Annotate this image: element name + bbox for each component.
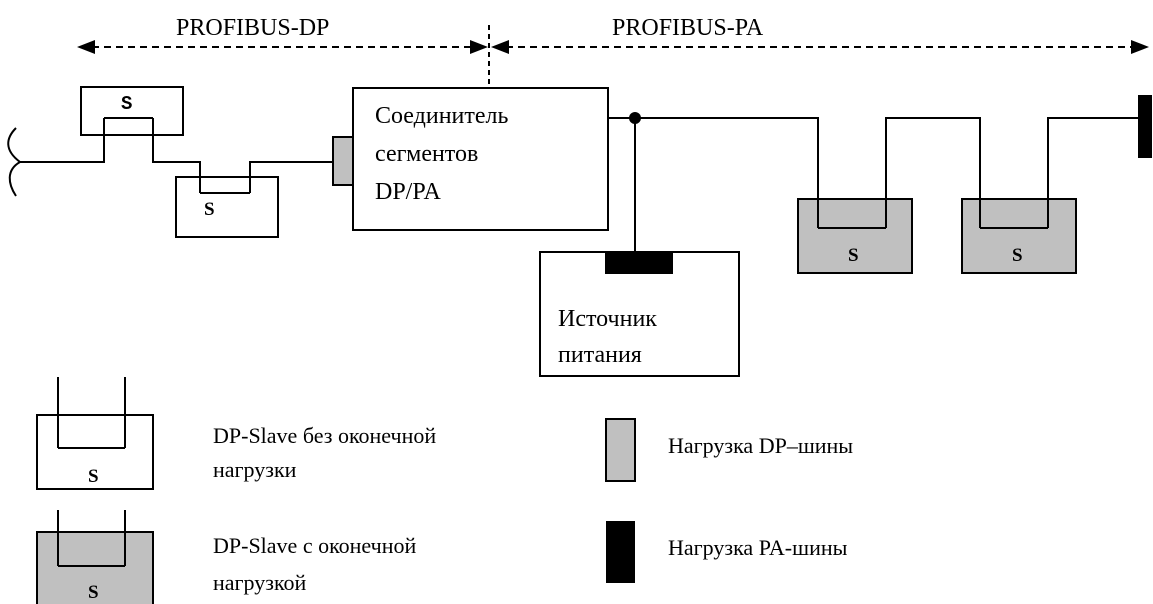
pa-bus-line	[608, 117, 1141, 229]
slave-letter: S	[1012, 245, 1023, 266]
pa-slave-2: S	[961, 198, 1077, 274]
pa-slave-1: S	[797, 198, 913, 274]
dp-bus-terminator	[332, 136, 354, 186]
slave-letter: S	[88, 466, 99, 487]
pa-bus-terminator-supply	[605, 252, 673, 274]
segment-dp-arrow	[77, 40, 488, 54]
pa-segment-label: PROFIBUS-PA	[612, 15, 764, 41]
legend-dp-load-text: Нагрузка DP–шины	[668, 433, 853, 458]
coupler-label-line2: сегментов	[375, 141, 478, 167]
legend-slave-no-termination-text-1: DP-Slave без оконечной	[213, 423, 436, 448]
dp-slave-2: S	[175, 176, 279, 238]
slave-letter: S	[848, 245, 859, 266]
power-supply-label-line1: Источник	[558, 306, 657, 332]
coupler-label-line1: Соединитель	[375, 103, 508, 129]
legend-slave-with-termination-text-1: DP-Slave с оконечной	[213, 533, 416, 558]
dp-segment-label: PROFIBUS-DP	[176, 15, 329, 41]
pa-bus-terminator-end	[1138, 95, 1152, 158]
legend-pa-load-swatch	[606, 521, 635, 583]
segment-pa-arrow	[491, 40, 1149, 54]
legend-dp-load-swatch	[605, 418, 636, 482]
power-supply	[539, 251, 740, 377]
slave-letter: S	[204, 199, 215, 220]
power-supply-label-line2: питания	[558, 342, 642, 368]
cable-end-icon	[7, 127, 22, 197]
coupler-label-line3: DP/PA	[375, 179, 441, 205]
slave-letter: S	[88, 582, 99, 603]
legend-slave-with-termination: S	[36, 510, 154, 604]
dp-slave-1: S	[80, 86, 184, 136]
legend-slave-with-termination-text-2: нагрузкой	[213, 570, 307, 595]
slave-letter: S	[121, 93, 132, 115]
segment-coupler	[352, 87, 609, 231]
legend-pa-load-text: Нагрузка PA-шины	[668, 535, 848, 560]
legend-slave-no-termination-text-2: нагрузки	[213, 457, 297, 482]
legend-slave-no-termination: S	[36, 377, 154, 490]
